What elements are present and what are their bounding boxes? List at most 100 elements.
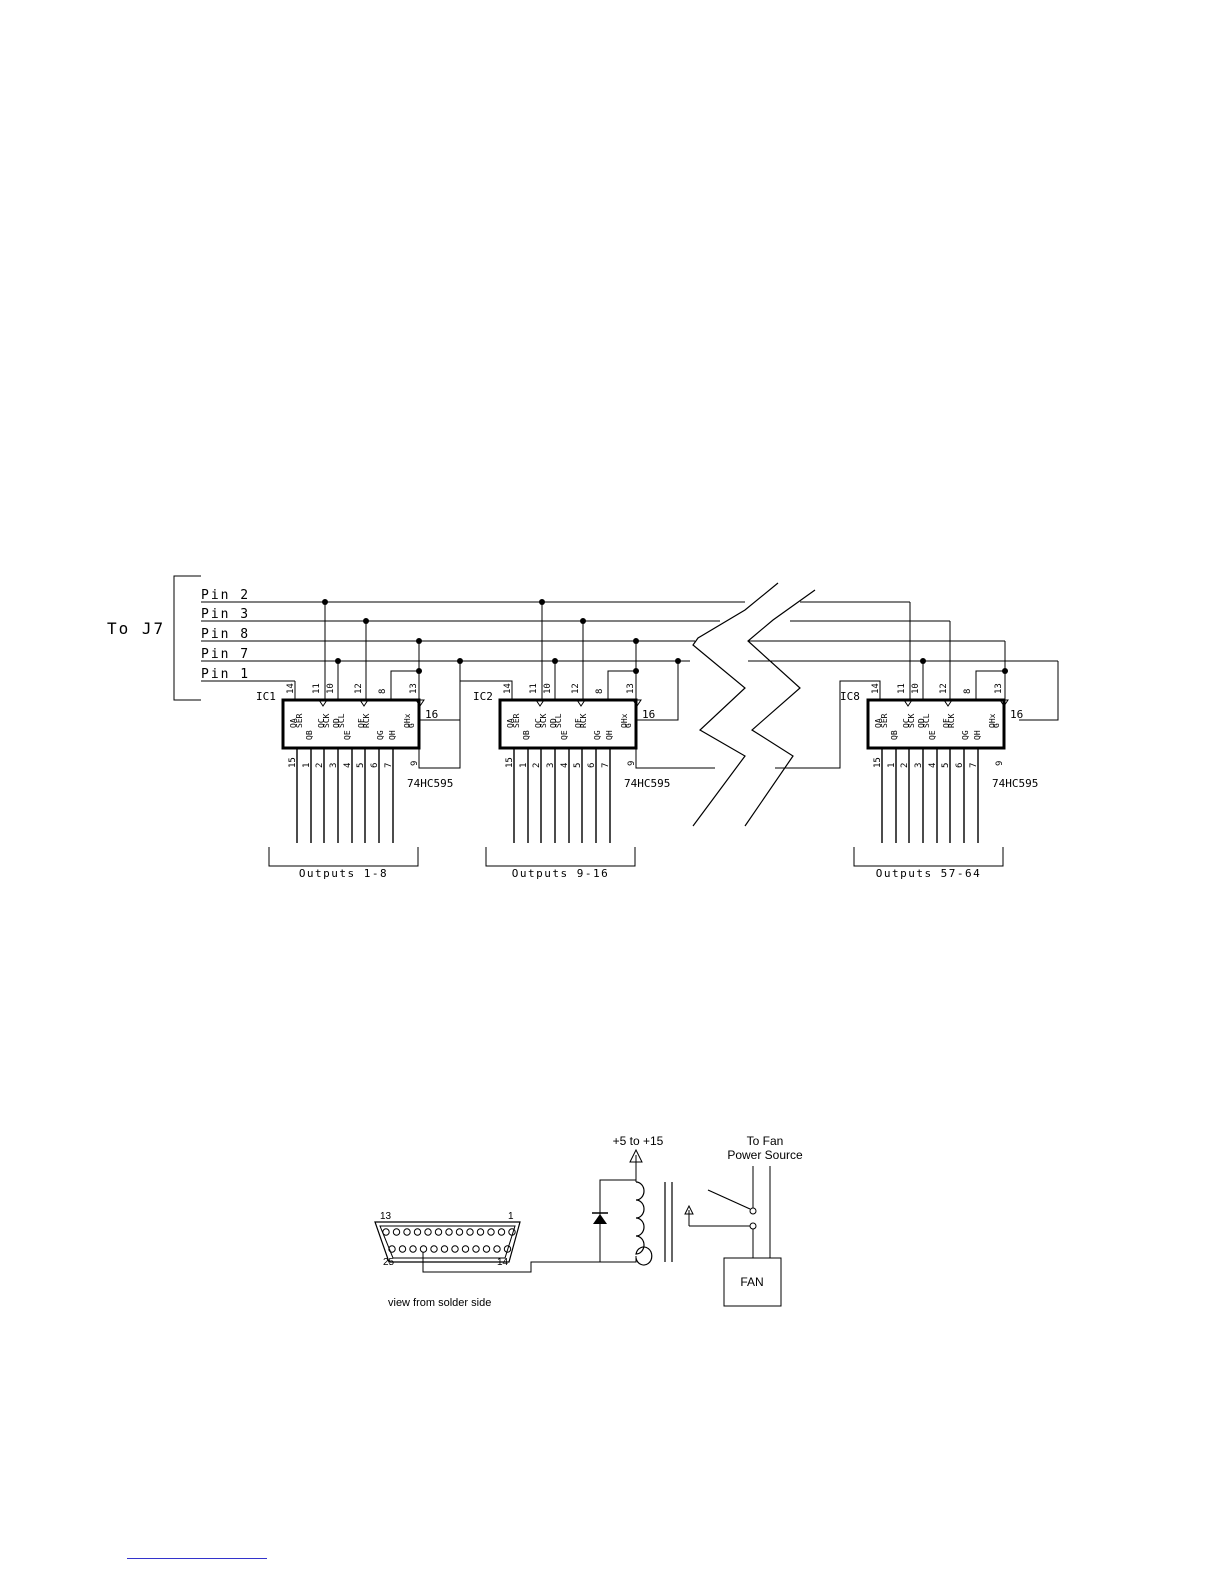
pin8-wire — [390, 670, 419, 700]
pin-line-label: Pin 7 — [201, 647, 250, 662]
output-bracket — [268, 847, 419, 867]
pin-name: QF — [942, 718, 951, 728]
pin-name: QB — [305, 730, 314, 740]
db25-pin — [409, 1245, 417, 1253]
bottom-pin-number: 9 — [995, 761, 1005, 766]
db25-inner — [379, 1225, 516, 1259]
bottom-pin-number: 9 — [627, 761, 637, 766]
junction-dot — [363, 618, 369, 624]
fan-box — [723, 1257, 782, 1307]
top-pin-number: 12 — [354, 683, 364, 694]
relay-coil — [635, 1181, 653, 1266]
connector-pin-label: 1 — [508, 1211, 514, 1222]
pin-name: SER — [295, 713, 304, 728]
db25-shell — [374, 1221, 521, 1263]
chain-ic2-out — [635, 748, 715, 769]
outputs-label: Outputs 1-8 — [299, 867, 388, 880]
outputs-label: Outputs 9-16 — [512, 867, 609, 880]
junction-dot — [633, 668, 639, 674]
outputs-label: Outputs 57-64 — [876, 867, 982, 880]
top-pin-number: 11 — [529, 683, 539, 694]
pin-name: QF — [357, 718, 366, 728]
chain-ic1-to-ic2 — [418, 661, 461, 769]
top-pin-number: 10 — [543, 683, 553, 694]
pin-name: QHx — [403, 713, 412, 728]
bottom-pin-number: 2 — [900, 763, 910, 768]
db25-pin — [392, 1228, 401, 1236]
db25-pin — [487, 1228, 495, 1236]
bottom-pin-number: 6 — [955, 763, 965, 768]
db25-pin — [430, 1245, 438, 1253]
junction-dot — [539, 599, 545, 605]
pin-name: QA — [289, 718, 298, 728]
db25-pin — [466, 1228, 474, 1236]
junction-dot — [416, 668, 422, 674]
bottom-pin-number: 6 — [587, 763, 597, 768]
db25-pin — [472, 1245, 480, 1253]
pin-name: SCK — [907, 713, 916, 728]
clock-marker — [576, 699, 586, 707]
junction-dot — [633, 638, 639, 644]
bottom-pin-number: 1 — [302, 763, 312, 768]
chain-ic2-ser — [460, 680, 513, 700]
right-pin-number: 16 — [642, 708, 655, 721]
switch-contact — [749, 1207, 757, 1215]
bottom-pin-number: 3 — [329, 763, 339, 768]
pin-name: QC — [902, 718, 911, 728]
bottom-pin-number: 1 — [519, 763, 529, 768]
connector-label: To J7 — [107, 619, 165, 638]
pin-line-label: Pin 3 — [201, 607, 250, 622]
break-line-left — [692, 582, 779, 827]
pin-name: QC — [317, 718, 326, 728]
bottom-pin-number: 4 — [560, 763, 570, 768]
bottom-pin-number: 9 — [410, 761, 420, 766]
pin-name: QE — [928, 730, 937, 740]
pin-name: RCK — [579, 713, 588, 728]
bottom-pin-number: 3 — [914, 763, 924, 768]
pin-name: SCK — [539, 713, 548, 728]
db25-pin — [497, 1228, 506, 1236]
bottom-pin-number: 7 — [601, 763, 611, 768]
right-pin-number: 16 — [1010, 708, 1023, 721]
top-pin-number: 13 — [409, 683, 419, 694]
supply-label: +5 to +15 — [613, 1134, 664, 1148]
bottom-pin-number: 4 — [343, 763, 353, 768]
right-pin-number: 16 — [425, 708, 438, 721]
connector-pin-label: 14 — [497, 1257, 509, 1268]
pin-name: QA — [874, 718, 883, 728]
pin8-wire — [607, 670, 636, 700]
clock-marker — [318, 699, 328, 707]
pin-line-label: Pin 2 — [201, 588, 250, 603]
output-bracket — [485, 847, 636, 867]
top-pin-number: 10 — [911, 683, 921, 694]
chip-part-number: 74HC595 — [407, 777, 453, 790]
switch-blade — [707, 1189, 751, 1210]
pin-name: QH — [388, 730, 397, 740]
actuator-arrow — [684, 1204, 694, 1215]
bottom-pin-number: 6 — [370, 763, 380, 768]
pin-name: QH — [605, 730, 614, 740]
clock-marker — [535, 699, 545, 707]
db25-pin — [482, 1245, 491, 1253]
break-line-right — [744, 589, 816, 827]
db25-pin — [455, 1228, 464, 1236]
pin-name: QA — [506, 718, 515, 728]
chip-part-number: 74HC595 — [624, 777, 670, 790]
db25-pin — [493, 1245, 501, 1253]
pin-name: QG — [961, 730, 970, 740]
break-symbol — [692, 582, 816, 827]
diode-branch — [599, 1179, 636, 1262]
junction-dot — [920, 658, 926, 664]
junction-dot — [580, 618, 586, 624]
pin-name: SCL — [554, 713, 563, 728]
chip-body — [281, 698, 421, 750]
junction-dot — [416, 638, 422, 644]
bottom-pin-number: 5 — [941, 763, 951, 768]
clock-marker — [943, 699, 953, 707]
footnote-rule — [127, 1558, 267, 1559]
bottom-pin-number: 7 — [969, 763, 979, 768]
